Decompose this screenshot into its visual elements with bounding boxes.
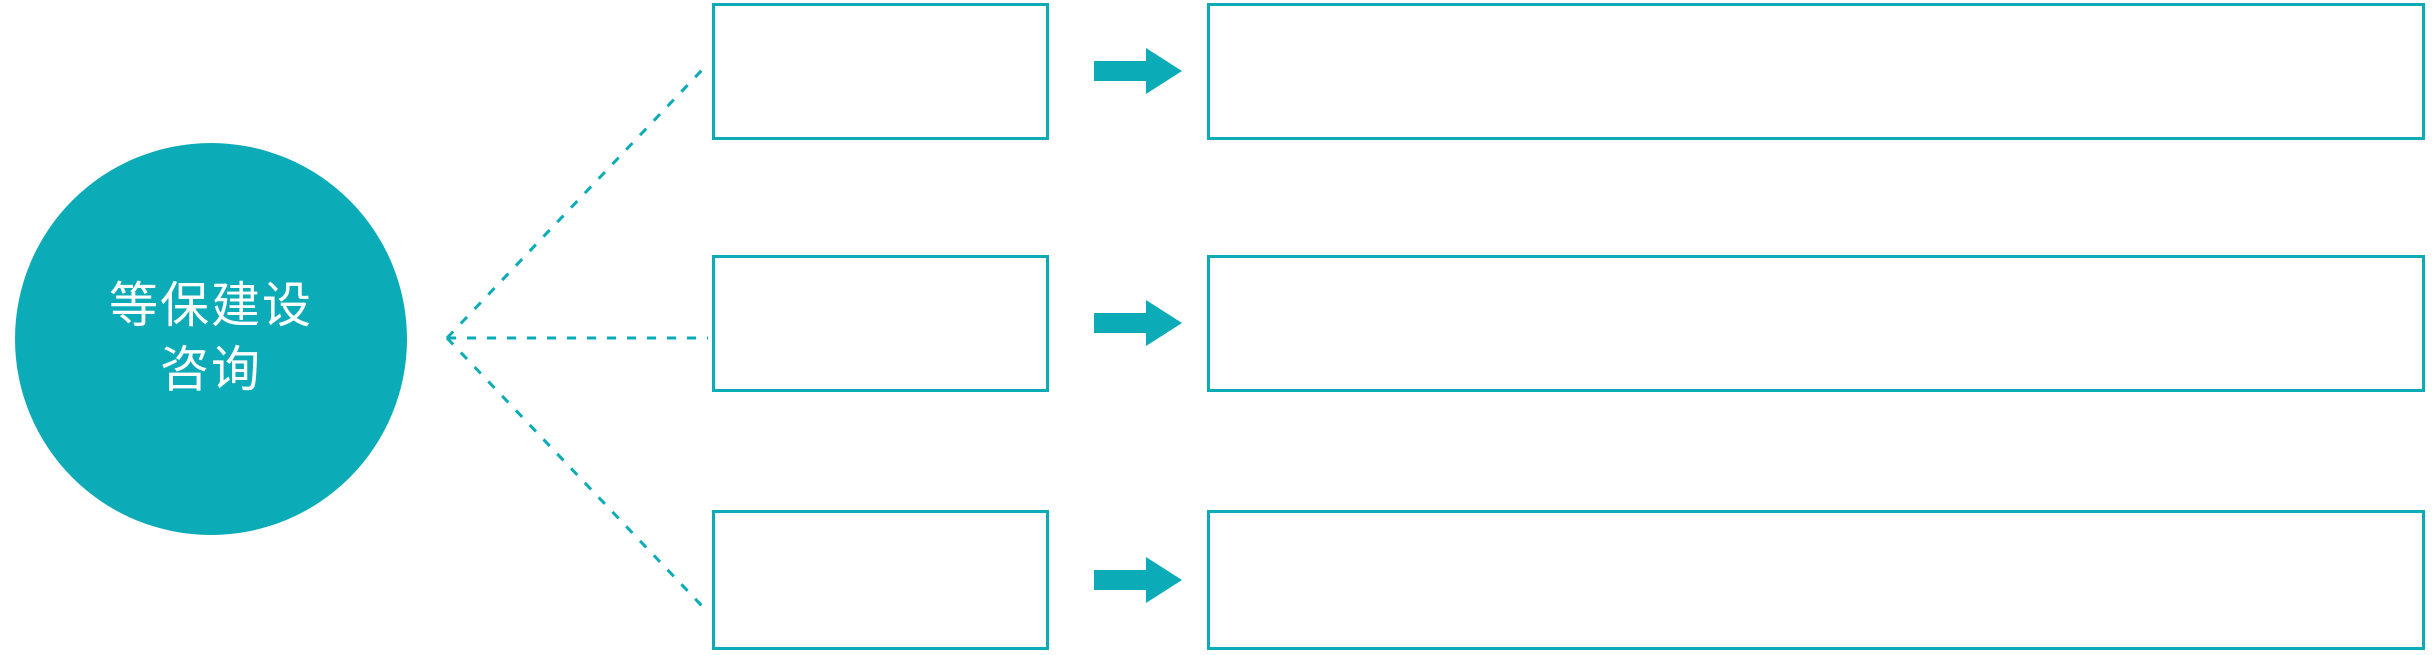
row-1	[0, 3, 2434, 140]
hub-label-line-2: 咨询	[159, 343, 262, 397]
arrow-head	[1146, 557, 1182, 603]
row-2-right-box[interactable]	[1207, 255, 2425, 392]
row-1-left-box[interactable]	[712, 3, 1049, 140]
arrow-head	[1146, 300, 1182, 346]
arrow-shaft	[1094, 313, 1150, 333]
row-3-right-box[interactable]	[1207, 510, 2425, 650]
hub-label-line-1: 等保建设	[108, 279, 313, 334]
row-3-left-box[interactable]	[712, 510, 1049, 650]
arrow-shaft	[1094, 570, 1150, 590]
row-2	[0, 255, 2434, 392]
arrow-shaft	[1094, 61, 1150, 81]
row-2-left-box[interactable]	[712, 255, 1049, 392]
row-1-arrow-right-icon	[1094, 48, 1182, 94]
row-2-arrow-right-icon	[1094, 300, 1182, 346]
hub-circle[interactable]: 等保建设 咨询	[15, 143, 407, 535]
arrow-head	[1146, 48, 1182, 94]
row-3-arrow-right-icon	[1094, 557, 1182, 603]
row-3	[0, 510, 2434, 650]
row-1-right-box[interactable]	[1207, 3, 2425, 140]
